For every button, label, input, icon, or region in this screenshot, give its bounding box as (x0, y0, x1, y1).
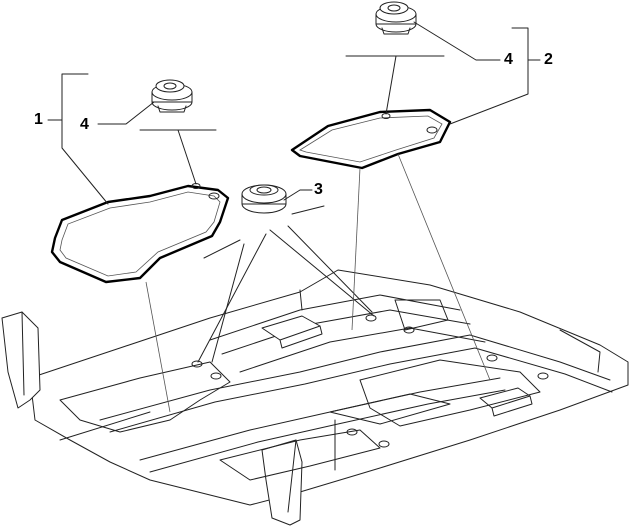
callout-3: 3 (314, 181, 323, 198)
part-4-left-clip (151, 79, 193, 113)
part-3-grommet (241, 184, 287, 214)
part-2-rear-floor-mat (290, 108, 452, 170)
callout-4-right: 4 (504, 51, 513, 68)
callout-4-left: 4 (80, 116, 89, 133)
part-4-right-clip (375, 1, 417, 35)
leader-lines (47, 21, 541, 413)
callout-2: 2 (544, 51, 553, 68)
callout-1: 1 (34, 111, 43, 128)
part-1-front-floor-mat (50, 183, 230, 284)
floor-pan (1, 269, 629, 526)
